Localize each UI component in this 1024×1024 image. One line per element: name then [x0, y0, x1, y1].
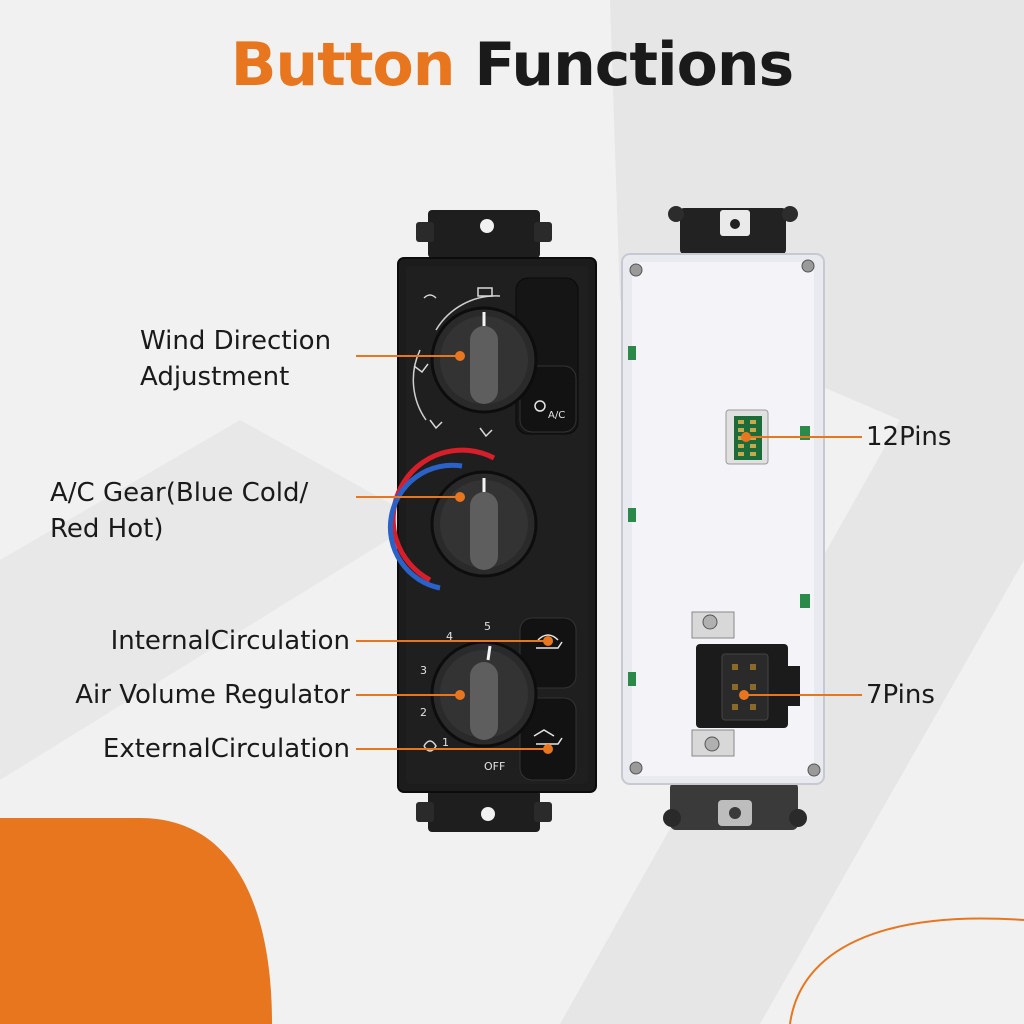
vent-icons [413, 287, 493, 752]
mix-vent-icon [479, 427, 493, 438]
green-clips [628, 346, 810, 686]
callout-internal-circulation-text: InternalCirculation [110, 626, 350, 656]
floor-vent-icon [429, 419, 443, 430]
fan-scale-5: 5 [484, 620, 491, 633]
back-bottom-bracket [663, 782, 807, 830]
rear-defrost-icon [477, 287, 493, 297]
external-circulation-button[interactable] [533, 729, 563, 745]
fan-scale-2: 2 [420, 706, 427, 719]
fan-scale-1: 1 [442, 736, 449, 749]
front-top-bracket [416, 210, 552, 258]
wind-direction-knob[interactable] [430, 306, 538, 414]
callout-external-circulation-text: ExternalCirculation [102, 734, 350, 764]
callout-wind-direction-line1: Wind Direction [140, 326, 332, 356]
callout-12-pins: 12Pins [866, 419, 951, 455]
orange-arc [789, 917, 1024, 1024]
ac-button-label: A/C [548, 410, 565, 421]
callout-wind-direction-line2: Adjustment [140, 362, 290, 392]
callout-wind-direction: Wind Direction Adjustment [140, 323, 331, 395]
callout-external-circulation: ExternalCirculation [103, 731, 350, 767]
back-top-bracket [668, 206, 798, 254]
defrost-icon [423, 294, 437, 299]
fan-scale-off: OFF [484, 760, 505, 773]
fan-scale-4: 4 [446, 630, 453, 643]
front-bottom-bracket [416, 790, 552, 832]
fan-speed-knob[interactable] [430, 640, 538, 748]
fan-scale: OFF 1 2 3 4 5 [420, 620, 505, 773]
title-word-2: Functions [474, 30, 794, 100]
callout-ac-gear: A/C Gear(Blue Cold/ Red Hot) [50, 475, 308, 547]
callout-7-pins-text: 7Pins [866, 680, 935, 710]
callout-7-pins: 7Pins [866, 677, 935, 713]
page-title: Button Functions [0, 30, 1024, 100]
callout-12-pins-text: 12Pins [866, 422, 952, 452]
face-vent-icon [413, 363, 429, 374]
fan-icon [423, 740, 437, 752]
orange-blob [0, 818, 272, 1024]
callout-ac-gear-line1: A/C Gear(Blue Cold/ [50, 478, 309, 508]
callout-internal-circulation: InternalCirculation [111, 623, 350, 659]
callout-air-volume-text: Air Volume Regulator [75, 680, 350, 710]
internal-circulation-button[interactable] [536, 634, 563, 649]
title-word-1: Button [230, 30, 456, 100]
callout-air-volume: Air Volume Regulator [75, 677, 350, 713]
callout-ac-gear-line2: Red Hot) [50, 514, 164, 544]
fan-scale-3: 3 [420, 664, 427, 677]
connector-7-pin [691, 611, 800, 757]
back-screws [629, 259, 821, 777]
ac-button[interactable]: A/C [534, 400, 565, 421]
